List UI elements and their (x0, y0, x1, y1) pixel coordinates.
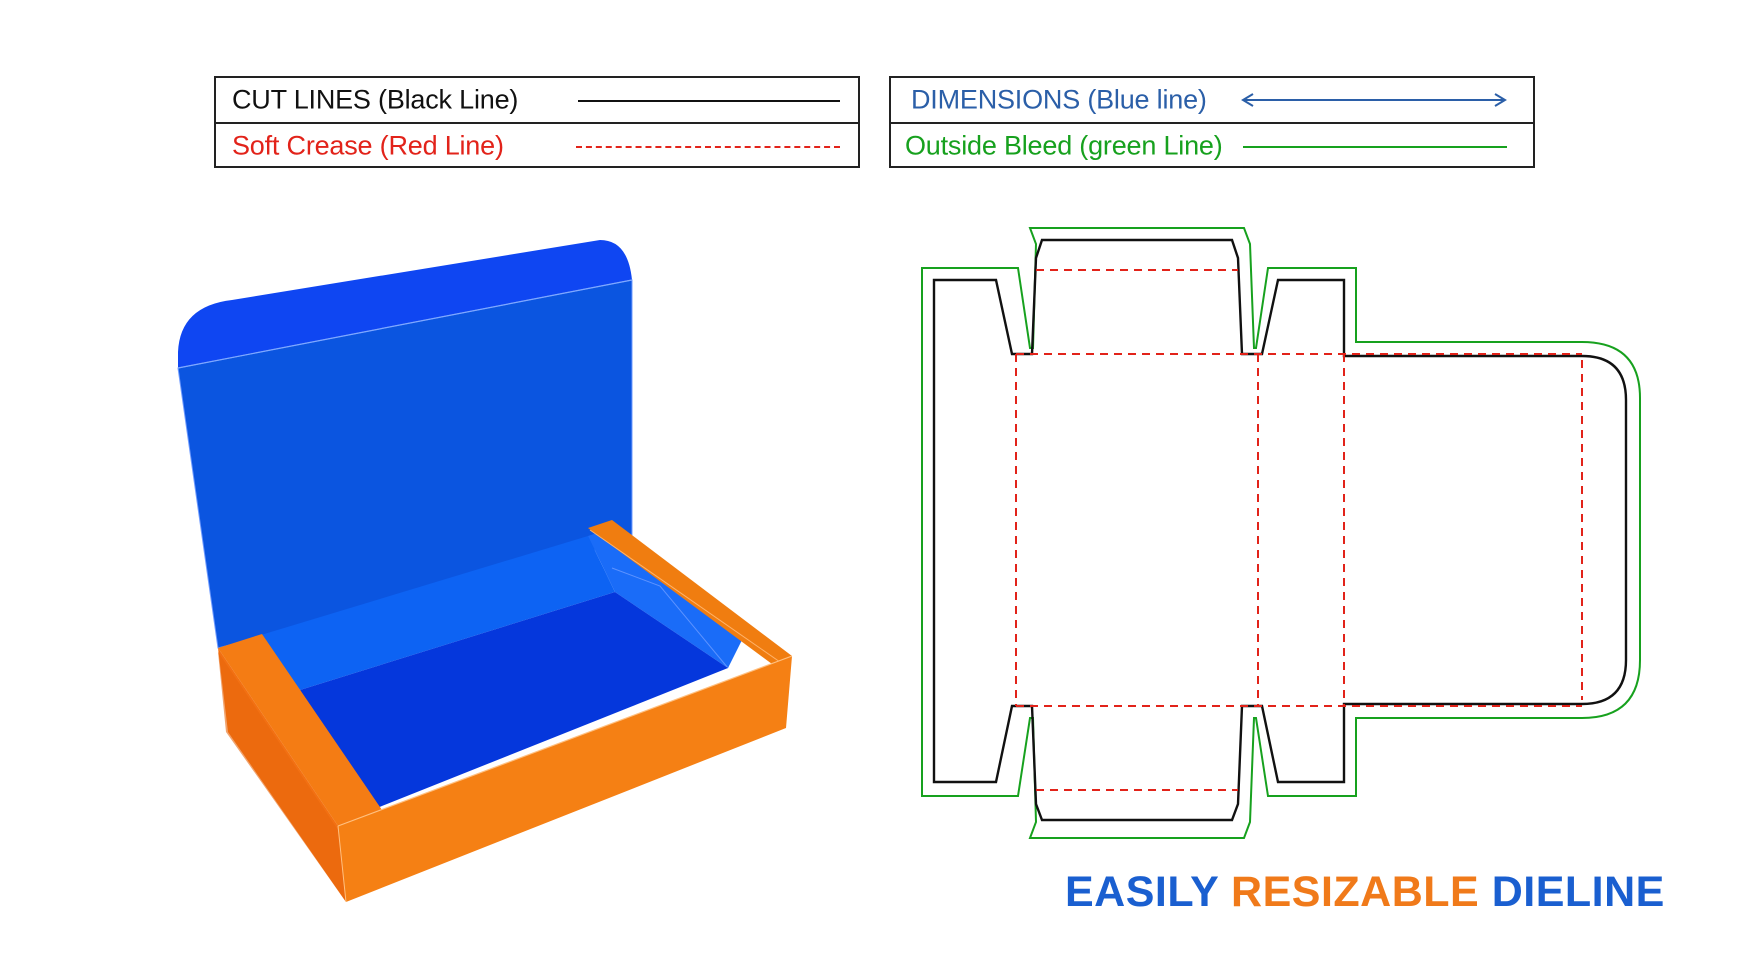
legend-row-dimensions: DIMENSIONS (Blue line) (891, 78, 1533, 122)
tagline-word-easily: EASILY (1065, 868, 1219, 916)
tagline: EASILY RESIZABLE DIELINE (1065, 868, 1665, 917)
box-front-top-edge (337, 655, 793, 827)
box-lid-tuck-flap (178, 240, 632, 368)
box-3d-illustration (177, 240, 793, 903)
legend-outside-bleed-sample (1243, 146, 1507, 148)
dieline-drawing (921, 227, 1641, 839)
legend-cut-line-sample (578, 100, 840, 102)
legend-cut-lines-label: CUT LINES (Black Line) (232, 84, 519, 115)
dieline-bleed-outline (921, 227, 1641, 839)
legend-soft-crease-sample (576, 146, 840, 148)
box-left-dust-flap (218, 634, 382, 826)
tagline-word-resizable: RESIZABLE (1231, 868, 1480, 916)
dieline-crease-lines (1015, 269, 1583, 791)
legend-dimensions-label: DIMENSIONS (Blue line) (911, 84, 1207, 115)
box-right-dust-flap (588, 520, 792, 664)
legend-row-soft-crease: Soft Crease (Red Line) (216, 122, 858, 168)
dieline-cut-outline (932, 238, 1628, 822)
box-front-panel (338, 656, 792, 902)
legend-row-cut-lines: CUT LINES (Black Line) (216, 78, 858, 122)
legend-box-right: DIMENSIONS (Blue line) Outside Bleed (gr… (889, 76, 1535, 168)
legend-box-left: CUT LINES (Black Line) Soft Crease (Red … (214, 76, 860, 168)
box-front-corner-edge (337, 825, 347, 903)
box-inner-right-wall (588, 528, 742, 668)
legend-row-outside-bleed: Outside Bleed (green Line) (891, 122, 1533, 168)
box-floor (300, 592, 728, 810)
legend-dimension-arrow-icon (1241, 93, 1507, 107)
legend-outside-bleed-label: Outside Bleed (green Line) (905, 130, 1223, 161)
tagline-word-dieline: DIELINE (1491, 868, 1665, 916)
box-right-dust-flap-top (589, 529, 781, 663)
box-inner-right-fold (611, 567, 729, 669)
box-lid-fold-line (177, 279, 633, 369)
box-inner-back-wall (218, 536, 615, 690)
box-left-side-shade (218, 652, 346, 902)
legend-soft-crease-label: Soft Crease (Red Line) (232, 130, 504, 161)
